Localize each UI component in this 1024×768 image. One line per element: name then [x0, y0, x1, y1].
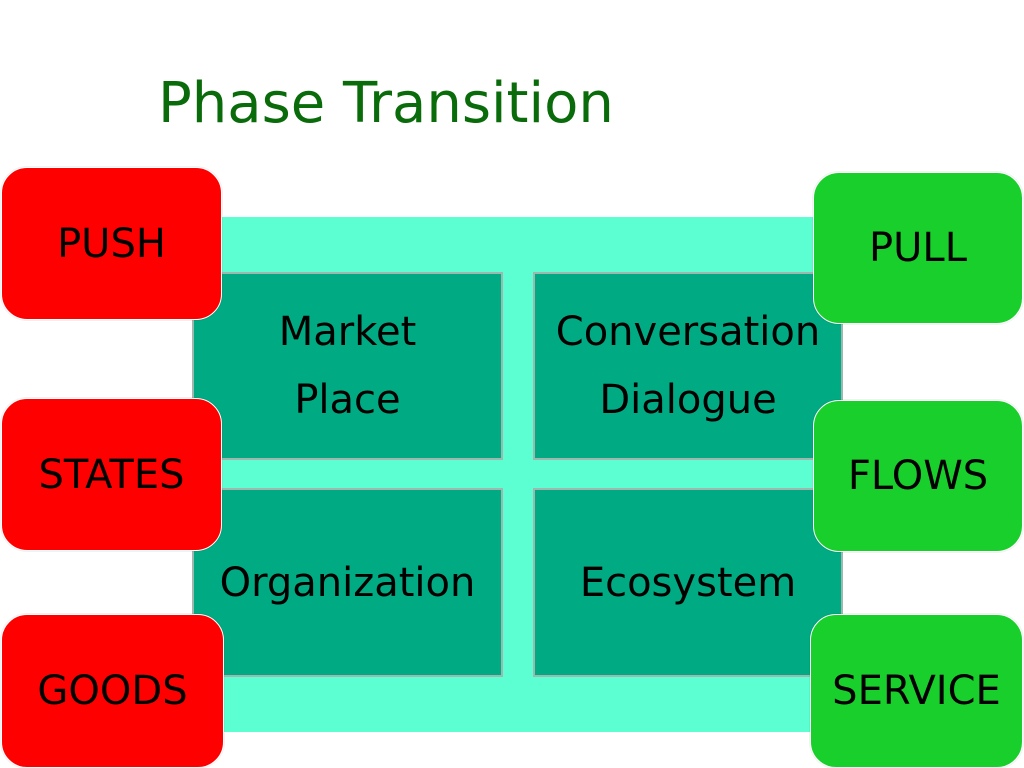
quadrant-label-line1: Conversation	[555, 309, 821, 355]
quadrant-market-place: Market Place	[192, 272, 503, 460]
pull-box: PULL	[813, 172, 1023, 324]
push-box: PUSH	[1, 167, 222, 320]
quadrant-label-line2: Place	[294, 377, 401, 423]
flows-box: FLOWS	[813, 400, 1023, 552]
states-box: STATES	[1, 398, 222, 551]
slide-title: Phase Transition	[158, 71, 614, 136]
service-box: SERVICE	[810, 614, 1023, 768]
quadrant-ecosystem: Ecosystem	[533, 488, 843, 677]
quadrant-label-line1: Ecosystem	[579, 559, 797, 606]
quadrant-organization: Organization	[192, 488, 503, 677]
goods-box: GOODS	[1, 614, 224, 768]
quadrant-label-line1: Market	[278, 309, 417, 355]
quadrant-label-line1: Organization	[219, 559, 476, 606]
quadrant-conversation-dialogue: Conversation Dialogue	[533, 272, 843, 460]
quadrant-label-line2: Dialogue	[599, 377, 777, 423]
